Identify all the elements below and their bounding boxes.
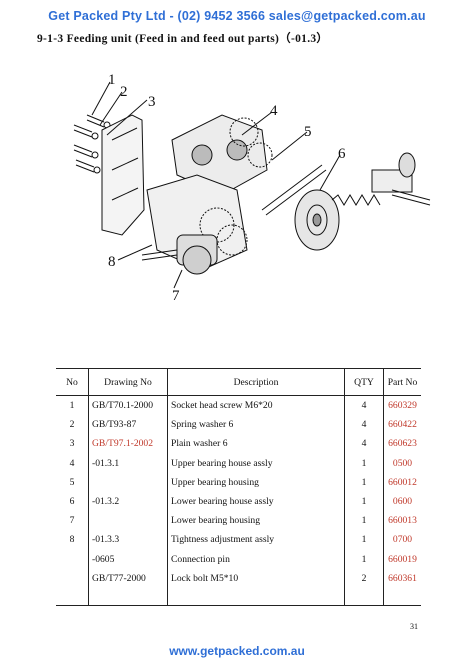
cell-no: 2 (69, 419, 75, 431)
callout-2: 2 (120, 84, 128, 100)
cell-no: 6 (69, 496, 75, 508)
cell-drawing-no: -01.3.3 (88, 530, 168, 550)
cell-part-no: 660361 (383, 568, 421, 606)
page-number: 31 (410, 622, 418, 631)
lower-bearing-house (146, 174, 248, 271)
cell-qty: 4 (344, 395, 384, 416)
cell-part-no: 660329 (383, 395, 421, 416)
cell-no: 5 (69, 476, 75, 488)
cell-qty: 1 (344, 549, 384, 569)
cell-description: Upper bearing housing (167, 472, 345, 492)
cell-drawing-no (88, 472, 168, 492)
parts-table: No Drawing No Description QTY Part No 1 … (56, 368, 421, 606)
cell-drawing-no: GB/T97.1-2002 (88, 434, 168, 454)
mounting-bracket (101, 114, 145, 236)
footer-website-link[interactable]: www.getpacked.com.au (169, 644, 305, 658)
col-header-part-no: Part No (383, 368, 421, 396)
table-row: 1 GB/T70.1-2000 Socket head screw M6*20 … (56, 395, 421, 416)
cell-description: Lower bearing housing (167, 511, 345, 531)
exploded-assembly-diagram: 1 2 3 4 5 6 8 7 (73, 72, 431, 304)
table-row: 8 -01.3.3 Tightness adjustment assly 1 0… (56, 530, 421, 550)
spring-assembly (331, 152, 431, 206)
cell-description: Connection pin (167, 549, 345, 569)
table-row: 5 Upper bearing housing 1 660012 (56, 472, 421, 492)
cell-part-no: 660422 (383, 415, 421, 435)
col-header-no: No (56, 368, 89, 396)
table-row: -0605 Connection pin 1 660019 (56, 549, 421, 569)
cell-description: Socket head screw M6*20 (167, 395, 345, 416)
cell-description: Lock bolt M5*10 (167, 568, 345, 606)
table-row: 3 GB/T97.1-2002 Plain washer 6 4 660623 (56, 434, 421, 454)
cell-no: 3 (69, 438, 75, 450)
callout-8: 8 (108, 254, 116, 270)
cell-drawing-no: -0605 (88, 549, 168, 569)
cell-drawing-no: -01.3.1 (88, 453, 168, 473)
company-header: Get Packed Pty Ltd - (02) 9452 3566 sale… (48, 9, 426, 23)
cell-qty: 4 (344, 434, 384, 454)
cell-no (56, 568, 89, 606)
cell-part-no: 660012 (383, 472, 421, 492)
table-row: 2 GB/T93-87 Spring washer 6 4 660422 (56, 415, 421, 435)
callout-4: 4 (270, 103, 278, 119)
roller-wheel (294, 189, 340, 251)
cell-description: Tightness adjustment assly (167, 530, 345, 550)
col-header-qty: QTY (344, 368, 384, 396)
screw-set (73, 114, 111, 174)
callout-1: 1 (108, 72, 116, 88)
table-row: 7 Lower bearing housing 1 660013 (56, 511, 421, 531)
table-row: 4 -01.3.1 Upper bearing house assly 1 05… (56, 453, 421, 473)
cell-description: Plain washer 6 (167, 434, 345, 454)
table-row: GB/T77-2000 Lock bolt M5*10 2 660361 (56, 568, 421, 606)
table-row: 6 -01.3.2 Lower bearing house assly 1 06… (56, 491, 421, 512)
cell-qty: 1 (344, 530, 384, 550)
cell-drawing-no: GB/T70.1-2000 (88, 395, 168, 416)
cell-qty: 1 (344, 453, 384, 473)
cell-description: Lower bearing house assly (167, 491, 345, 512)
cell-no: 8 (69, 534, 75, 546)
cell-qty: 2 (344, 568, 384, 606)
cell-no: 7 (69, 515, 75, 527)
cell-qty: 1 (344, 491, 384, 512)
cell-no: 1 (69, 400, 75, 412)
cell-part-no: 0700 (383, 530, 421, 550)
cell-description: Spring washer 6 (167, 415, 345, 435)
section-title: 9-1-3 Feeding unit (Feed in and feed out… (37, 33, 329, 45)
cell-part-no: 660623 (383, 434, 421, 454)
cell-drawing-no: GB/T93-87 (88, 415, 168, 435)
cell-drawing-no (88, 511, 168, 531)
cell-no: 4 (69, 457, 75, 469)
cell-part-no: 0500 (383, 453, 421, 473)
cell-no (56, 550, 89, 569)
col-header-description: Description (167, 368, 345, 396)
cell-part-no: 0600 (383, 491, 421, 512)
cell-drawing-no: -01.3.2 (88, 491, 168, 512)
callout-5: 5 (304, 124, 312, 140)
callout-3: 3 (148, 94, 156, 110)
cell-description: Upper bearing house assly (167, 453, 345, 473)
table-header-row: No Drawing No Description QTY Part No (56, 368, 421, 396)
cell-part-no: 660019 (383, 549, 421, 569)
cell-qty: 1 (344, 472, 384, 492)
cell-qty: 1 (344, 511, 384, 531)
cell-drawing-no: GB/T77-2000 (88, 568, 168, 606)
cell-qty: 4 (344, 415, 384, 435)
callout-6: 6 (338, 146, 346, 162)
col-header-drawing-no: Drawing No (88, 368, 168, 396)
cell-part-no: 660013 (383, 511, 421, 531)
callout-7: 7 (172, 288, 180, 304)
